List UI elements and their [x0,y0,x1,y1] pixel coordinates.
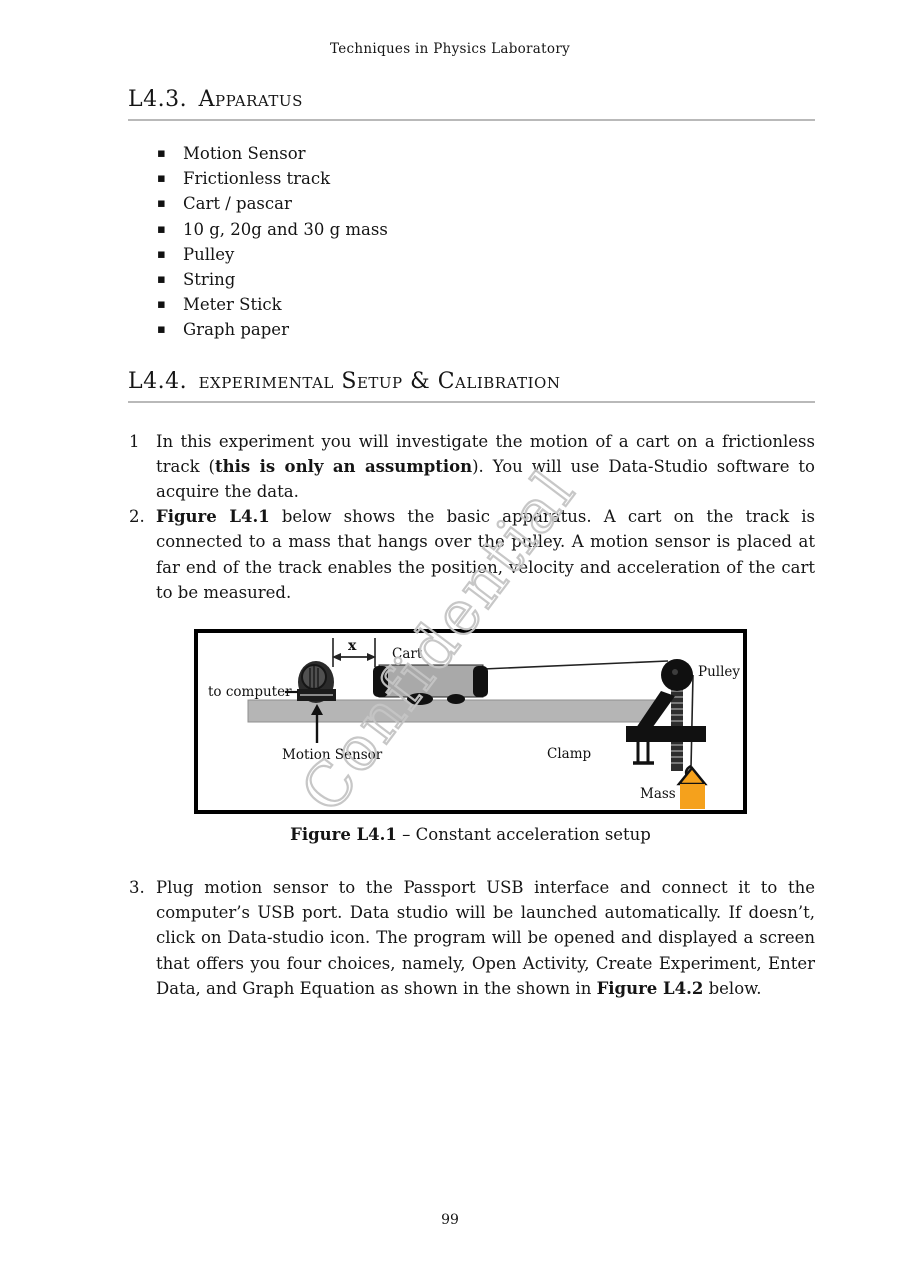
step-number: 2. [129,507,145,527]
step-number: 1 [129,431,140,451]
figure-l4-1: x Cart Pulley to computer Motion Sensor … [194,629,747,815]
label-x: x [348,638,357,654]
apparatus-list: Motion Sensor Frictionless track Cart / … [157,141,815,343]
string [482,660,694,769]
list-item: 10 g, 20g and 30 g mass [157,217,815,242]
list-item: Pulley [157,242,815,267]
step-text-bold: this is only an assumption [214,456,473,476]
section-heading-setup: L4.4. experimental Setup & Calibration [128,369,815,403]
step-text: In this experiment you will investigate … [156,431,815,476]
figure-caption-label: Figure L4.1 [290,825,397,845]
figure-reference: Figure L4.1 [156,507,270,527]
running-header: Techniques in Physics Laboratory [329,41,570,57]
figure-caption-text: – Constant acceleration setup [396,825,651,845]
clamp [626,685,706,772]
section-heading-apparatus: L4.3. Apparatus [128,87,815,121]
list-item: Motion Sensor [157,141,815,166]
label-clamp: Clamp [547,746,591,762]
label-mass: Mass [640,786,676,802]
step-1: 1 In this experiment you will investigate… [129,429,815,505]
motion-sensor [297,661,336,704]
apparatus-diagram: x Cart Pulley to computer Motion Sensor … [208,638,740,810]
label-motion-sensor: Motion Sensor [282,747,383,763]
list-item: Cart / pascar [157,191,815,216]
figure-caption: Figure L4.1 – Constant acceleration setu… [194,822,747,847]
label-to-computer: to computer [208,684,292,700]
distance-measure [332,638,376,668]
pulley [661,659,693,692]
figure-reference: Figure L4.2 [596,978,704,998]
step-2: 2. Figure L4.1 below shows the basic appa… [129,504,815,605]
list-item: Frictionless track [157,166,815,191]
mass [676,764,708,810]
step-text: below shows the basic apparatus. A cart … [156,507,815,602]
step-text: below. [703,978,762,998]
page-number: 99 [441,1212,459,1228]
step-text: Plug motion sensor to the Passport USB i… [156,878,815,998]
list-item: Meter Stick [157,292,815,317]
label-pulley: Pulley [698,664,740,680]
step-number: 3. [129,878,145,898]
list-item: String [157,267,815,292]
label-cart: Cart [392,646,423,662]
list-item: Graph paper [157,317,815,342]
step-3: 3. Plug motion sensor to the Passport USB… [129,875,815,1001]
motion-sensor-arrow [311,704,323,744]
numbered-steps: 1 In this experiment you will investigate… [0,429,900,605]
step-text: ). You will use Data-Studio software to … [156,456,815,502]
cart [373,664,488,706]
